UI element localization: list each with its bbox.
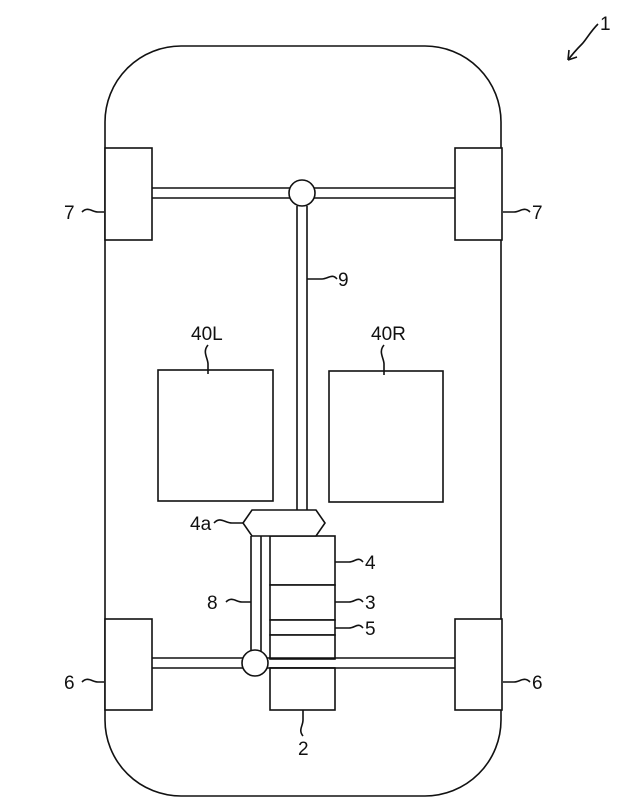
label-front-wheel-right: 7 — [532, 203, 543, 224]
label-rear-wheel-left: 6 — [64, 673, 75, 694]
label-front-wheel-left: 7 — [64, 203, 75, 224]
leader-2 — [300, 710, 304, 737]
rear-left-wheel — [104, 618, 153, 711]
part-4-box — [269, 535, 336, 586]
label-part-3: 3 — [365, 593, 376, 614]
leader-7-right — [503, 208, 531, 213]
unit-40r-box — [328, 370, 444, 503]
part-3-box — [269, 584, 336, 621]
leader-1-arrowhead — [567, 49, 578, 61]
label-shaft-9: 9 — [338, 270, 349, 291]
label-part-2: 2 — [298, 739, 309, 760]
rear-right-wheel — [454, 618, 503, 711]
rear-differential-joint — [241, 649, 269, 677]
label-unit-40l: 40L — [191, 324, 223, 345]
leader-7-left — [81, 208, 104, 213]
label-part-5: 5 — [365, 619, 376, 640]
leader-40r — [380, 344, 385, 375]
leader-6-right — [502, 678, 531, 683]
front-differential-joint — [288, 179, 316, 207]
part-2-box — [269, 667, 336, 711]
label-part-4a: 4a — [190, 514, 212, 535]
part-5-box — [269, 619, 336, 636]
label-unit-40r: 40R — [371, 324, 406, 345]
leader-3 — [334, 598, 364, 603]
label-rear-wheel-right: 6 — [532, 673, 543, 694]
vehicle-body — [104, 45, 502, 797]
front-right-wheel — [454, 147, 503, 241]
front-left-wheel — [104, 147, 153, 241]
part-4a-housing — [242, 509, 326, 537]
leader-5 — [335, 624, 364, 629]
leader-1-arrow — [567, 23, 599, 61]
leader-4a — [213, 519, 243, 524]
leader-6-left — [81, 678, 104, 683]
label-vehicle: 1 — [600, 14, 611, 35]
leader-40l — [204, 344, 209, 374]
unit-40l-box — [157, 369, 274, 502]
part-5-lower-box — [269, 634, 336, 660]
leader-4 — [335, 558, 364, 563]
leader-9 — [307, 275, 338, 280]
label-part-4: 4 — [365, 553, 376, 574]
leader-8 — [225, 598, 251, 603]
label-shaft-8: 8 — [207, 593, 218, 614]
